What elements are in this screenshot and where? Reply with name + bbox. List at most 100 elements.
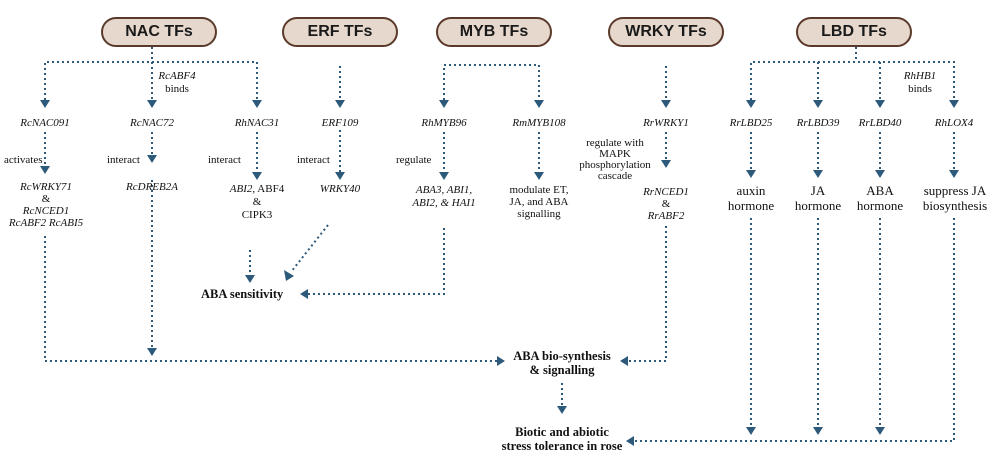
connector-line [44, 236, 497, 362]
target-abi2-hai1: ABI2, & HAI1 [412, 197, 476, 209]
arrowhead [534, 172, 544, 180]
outcome-line: modulate ET, [509, 184, 569, 196]
arrowhead [746, 100, 756, 108]
gene-rhnac31: RhNAC31 [234, 117, 280, 129]
wrky-tfs-pill: WRKY TFs [608, 17, 724, 47]
target-abf4: , ABF4 [252, 183, 285, 195]
arrowhead [813, 170, 823, 178]
outcome-line: suppress JA [923, 183, 987, 198]
arrowhead [497, 356, 505, 366]
gene-rrwrky1: RrWRKY1 [643, 117, 689, 129]
connector-line [290, 224, 329, 273]
lbd39-outcome: JA hormone [783, 183, 853, 213]
gene-rrlbd25: RrLBD25 [729, 117, 773, 129]
regulate-mapk-line: regulate with [586, 137, 644, 149]
target-rcwrky71: RcWRKY71 [20, 181, 72, 193]
lbd40-outcome: ABA hormone [845, 183, 915, 213]
arrowhead [439, 100, 449, 108]
regulate-mapk-label: regulate with MAPK phosphorylation casca… [575, 138, 655, 182]
outcome-line: JA [810, 183, 826, 198]
arrowhead [40, 166, 50, 174]
target-rcdreb2a: RcDREB2A [126, 181, 178, 193]
nac-tfs-pill: NAC TFs [101, 17, 217, 47]
arrowhead [40, 100, 50, 108]
target-rcabf2-rcabi5: RcABF2 RcABI5 [8, 217, 84, 229]
target-cipk3: CIPK3 [241, 209, 273, 221]
regulate-mapk-line: MAPK [599, 148, 631, 160]
connector-line [634, 218, 955, 442]
arrowhead [439, 172, 449, 180]
outcome-line: auxin [736, 183, 766, 198]
outcome-line: stress tolerance in rose [501, 439, 623, 453]
target-rrnced1: RrNCED1 [643, 186, 689, 198]
ampersand: & [41, 193, 51, 205]
arrowhead [620, 356, 628, 366]
arrowhead [949, 170, 959, 178]
outcome-line: signalling [517, 208, 561, 220]
arrowhead [661, 160, 671, 168]
gene-rcnac091: RcNAC091 [20, 117, 70, 129]
regulate-mapk-line: phosphorylation [579, 159, 651, 171]
arrowhead [875, 427, 885, 435]
regulate-mapk-line: cascade [597, 170, 633, 182]
target-rrabf2: RrABF2 [647, 210, 685, 222]
gene-rrlbd39: RrLBD39 [796, 117, 840, 129]
gene-rhlox4: RhLOX4 [934, 117, 974, 129]
arrowhead [557, 406, 567, 414]
arrowhead [875, 100, 885, 108]
interact-label: interact [107, 154, 140, 166]
arrowhead [147, 348, 157, 356]
arrowhead [335, 100, 345, 108]
binds-label: binds [908, 83, 932, 95]
arrowhead [245, 275, 255, 283]
binds-label: binds [165, 83, 189, 95]
gene-erf109: ERF109 [321, 117, 359, 129]
rhhb1-binds-label: RhHB1 binds [896, 70, 944, 96]
outcome-line: biosynthesis [922, 198, 988, 213]
rcabf4-binds-label: RcABF4 binds [152, 70, 202, 96]
myb-tfs-pill: MYB TFs [436, 17, 552, 47]
target-aba3-abi1: ABA3, ABI1, [415, 184, 473, 196]
outcome-line: JA, and ABA [509, 196, 569, 208]
stress-tolerance: Biotic and abiotic stress tolerance in r… [488, 425, 636, 453]
outcome-line: hormone [727, 198, 775, 213]
lbd-branch-line [750, 61, 955, 100]
target-wrky40: WRKY40 [319, 183, 361, 195]
arrowhead [252, 172, 262, 180]
myb-branch-line [443, 64, 540, 100]
arrowhead [746, 427, 756, 435]
arrowhead [300, 289, 308, 299]
outcome-line: Biotic and abiotic [515, 425, 609, 439]
ampersand: & [661, 198, 671, 210]
outcome-line: hormone [794, 198, 842, 213]
arrowhead [813, 427, 823, 435]
arrowhead [147, 100, 157, 108]
outcome-line: ABA bio-synthesis [513, 349, 611, 363]
gene-rrlbd40: RrLBD40 [858, 117, 902, 129]
myb96-targets: ABA3, ABI1, ABI2, & HAI1 [389, 184, 499, 210]
arrowhead [626, 436, 634, 446]
aba-biosynthesis-signalling: ABA bio-synthesis & signalling [497, 349, 627, 377]
nac31-targets: ABI2, ABF4 & CIPK3 [212, 183, 302, 222]
target-rcnced1: RcNCED1 [22, 205, 70, 217]
gene-rcnac72: RcNAC72 [130, 117, 174, 129]
arrowhead [949, 100, 959, 108]
arrowhead [147, 155, 157, 163]
target-abi2-abf4: ABI2, ABF4 [212, 183, 302, 196]
arrowhead [534, 100, 544, 108]
arrowhead [335, 172, 345, 180]
wrky-targets: RrNCED1 & RrABF2 [626, 186, 706, 222]
rhhb1-label: RhHB1 [903, 70, 937, 82]
arrowhead [284, 270, 294, 281]
gene-rhmyb96: RhMYB96 [421, 117, 467, 129]
outcome-line: ABA [866, 183, 894, 198]
lox4-outcome: suppress JA biosynthesis [912, 183, 998, 213]
regulate-label: regulate [396, 154, 432, 166]
lbd25-outcome: auxin hormone [716, 183, 786, 213]
erf-tfs-pill: ERF TFs [282, 17, 398, 47]
connector-line [628, 226, 667, 362]
outcome-line: hormone [856, 198, 904, 213]
activates-label: activates [4, 154, 43, 166]
